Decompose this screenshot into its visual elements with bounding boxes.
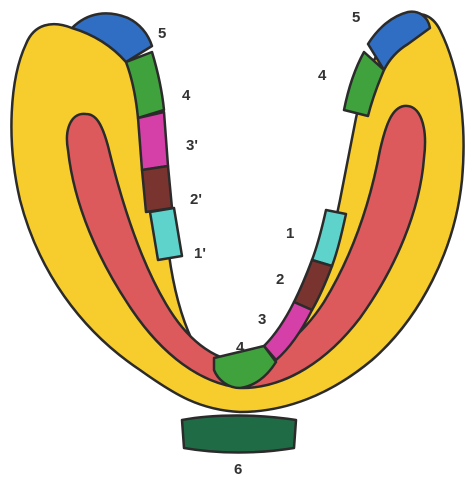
label-left-2p: 2' <box>190 191 202 208</box>
label-left-4: 4 <box>182 87 191 104</box>
label-bottom-6: 6 <box>234 461 242 477</box>
segment-bottom-6 <box>182 416 296 453</box>
label-right-4: 4 <box>318 67 327 84</box>
label-right-5: 5 <box>352 9 360 26</box>
label-bottom-4: 4 <box>236 339 245 356</box>
label-right-3: 3 <box>258 311 266 328</box>
label-left-3p: 3' <box>186 137 198 154</box>
label-left-5: 5 <box>158 25 166 42</box>
label-right-1: 1 <box>286 225 294 242</box>
label-left-1p: 1' <box>194 245 206 262</box>
label-right-2: 2 <box>276 271 284 288</box>
segment-left-3p <box>138 112 168 170</box>
segment-left-2p <box>142 166 172 212</box>
